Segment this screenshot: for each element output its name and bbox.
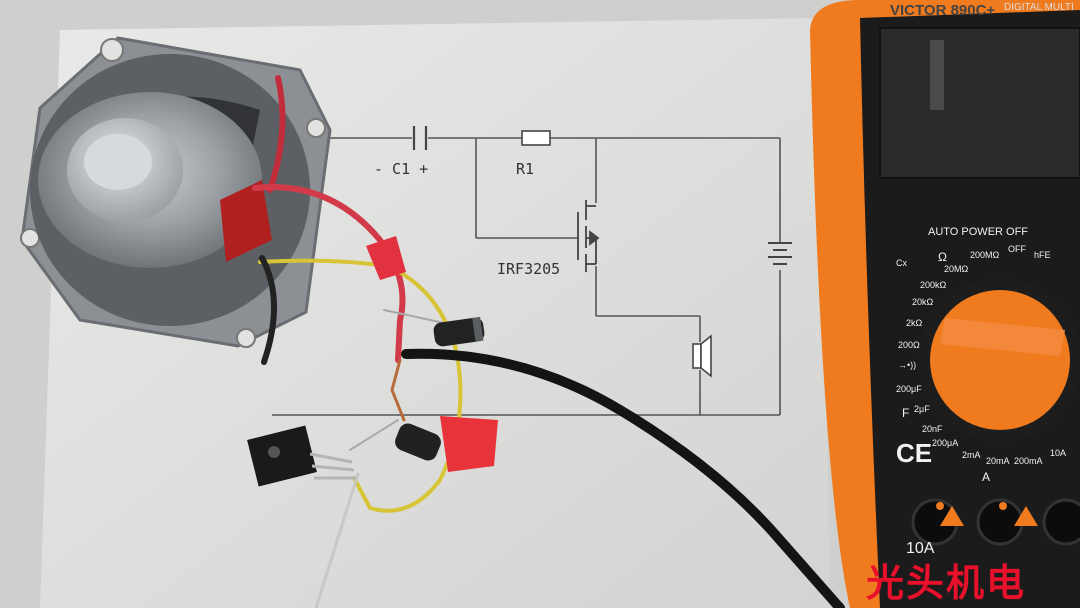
range-20ma: 20mA [986,456,1010,466]
range-off: OFF [1008,244,1026,254]
watermark: 光头机电 [866,560,1027,605]
range-200uf: 200μF [896,384,922,394]
range-a: A [982,470,991,484]
resistor-label: R1 [516,160,535,178]
range-diode: →•)) [898,360,917,370]
transistor-label: IRF3205 [497,260,561,278]
range-200ua: 200μA [932,438,959,448]
range-hfe: hFE [1034,250,1051,260]
mosfet-photo [247,425,356,487]
range-200m: 200MΩ [970,250,1000,260]
battery-icon [768,242,792,265]
range-2uf: 2μF [914,404,930,414]
ce-mark: CE [896,438,933,468]
range-f: F [902,406,910,420]
warning-icon [940,506,1038,526]
range-2ma: 2mA [962,450,981,460]
electrolytic-capacitor-1 [433,316,485,347]
range-200: 200Ω [898,340,920,350]
capacitor-label: - C1 + [374,160,429,178]
speaker-icon [692,334,712,378]
meter-mode: AUTO POWER OFF [928,226,1029,238]
range-cx: Cx [896,258,907,268]
speaker-photo [20,36,332,348]
range-200k: 200kΩ [920,280,947,290]
range-20m: 20MΩ [944,264,969,274]
range-20k: 20kΩ [912,297,934,307]
capacitor-icon [412,126,428,150]
electrolytic-capacitor-2 [395,423,441,461]
red-tape-lower [440,416,498,472]
multimeter-photo [810,0,1080,608]
range-ohm: Ω [938,250,947,264]
mosfet-icon [577,200,600,272]
red-tape-upper [366,236,406,280]
range-20nf: 20nF [922,424,943,434]
wires [252,75,845,608]
schematic-diagram [272,137,781,416]
jack-10a-label: 10A [906,540,935,557]
range-10a: 10A [1050,448,1067,458]
meter-brand: VICTOR 890C+ [890,2,996,19]
meter-subtitle: DIGITAL MULTI [1004,2,1074,13]
resistor-icon [521,130,551,146]
range-200ma: 200mA [1014,456,1043,466]
range-2k: 2kΩ [906,318,923,328]
